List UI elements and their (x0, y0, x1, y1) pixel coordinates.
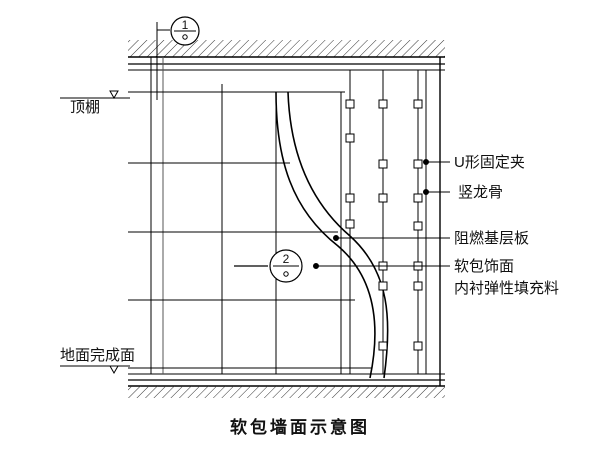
u-clips (345, 99, 423, 351)
ceiling-slab (128, 40, 445, 71)
filler-label: 内衬弹性填充料 (454, 280, 559, 297)
u-clip-label: U形固定夹 (454, 154, 525, 171)
soft-panel-curve (275, 91, 389, 379)
soft-face-label: 软包饰面 (454, 258, 514, 275)
floor-slab (128, 373, 445, 398)
floor-level-marker (60, 365, 130, 375)
panel-grid (128, 57, 372, 374)
leader-lines (313, 159, 450, 269)
ceiling-level-marker (60, 90, 130, 100)
section-mark-1-number: 1 (182, 18, 189, 32)
section-mark-2-number: 2 (283, 252, 290, 266)
section-mark-2 (234, 249, 303, 283)
fire-board-label: 阻燃基层板 (454, 229, 529, 247)
vertical-keels (349, 57, 441, 386)
diagram-title: 软包墙面示意图 (230, 417, 370, 437)
ceiling-label: 顶棚 (70, 99, 100, 116)
floor-finish-label: 地面完成面 (60, 347, 135, 364)
vertical-keel-label: 竖龙骨 (458, 184, 503, 201)
section-mark-1 (156, 16, 200, 100)
